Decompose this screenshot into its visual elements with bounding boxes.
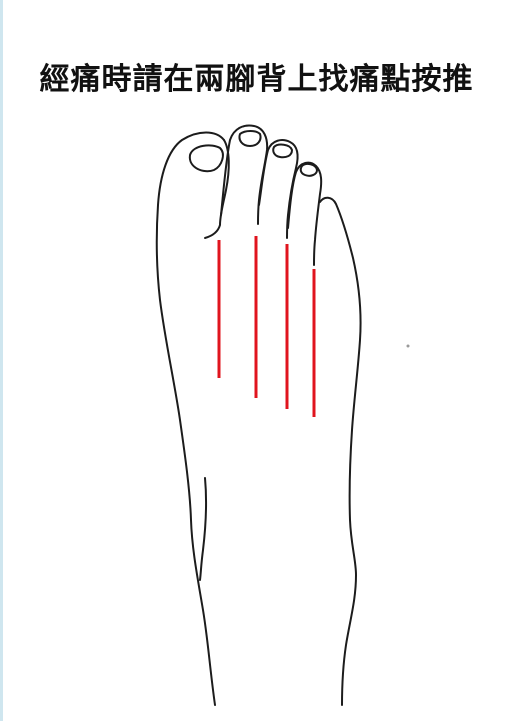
third-toe-nail (272, 143, 293, 159)
left-edge-strip (0, 0, 3, 721)
foot-left-edge (155, 131, 225, 706)
pressure-point-markers (217, 236, 316, 417)
foot-outline (155, 124, 362, 706)
fourth-toe (287, 161, 323, 266)
second-toe-nail (238, 130, 262, 147)
stray-dot (406, 344, 410, 348)
big-toe-nail (188, 144, 224, 173)
ankle-line (199, 477, 208, 581)
page-title: 經痛時請在兩腳背上找痛點按推 (39, 62, 474, 97)
third-toe (258, 139, 299, 239)
foot-right-edge (319, 196, 362, 706)
fourth-toe-nail (299, 162, 318, 177)
big-toe-tip (204, 139, 230, 239)
